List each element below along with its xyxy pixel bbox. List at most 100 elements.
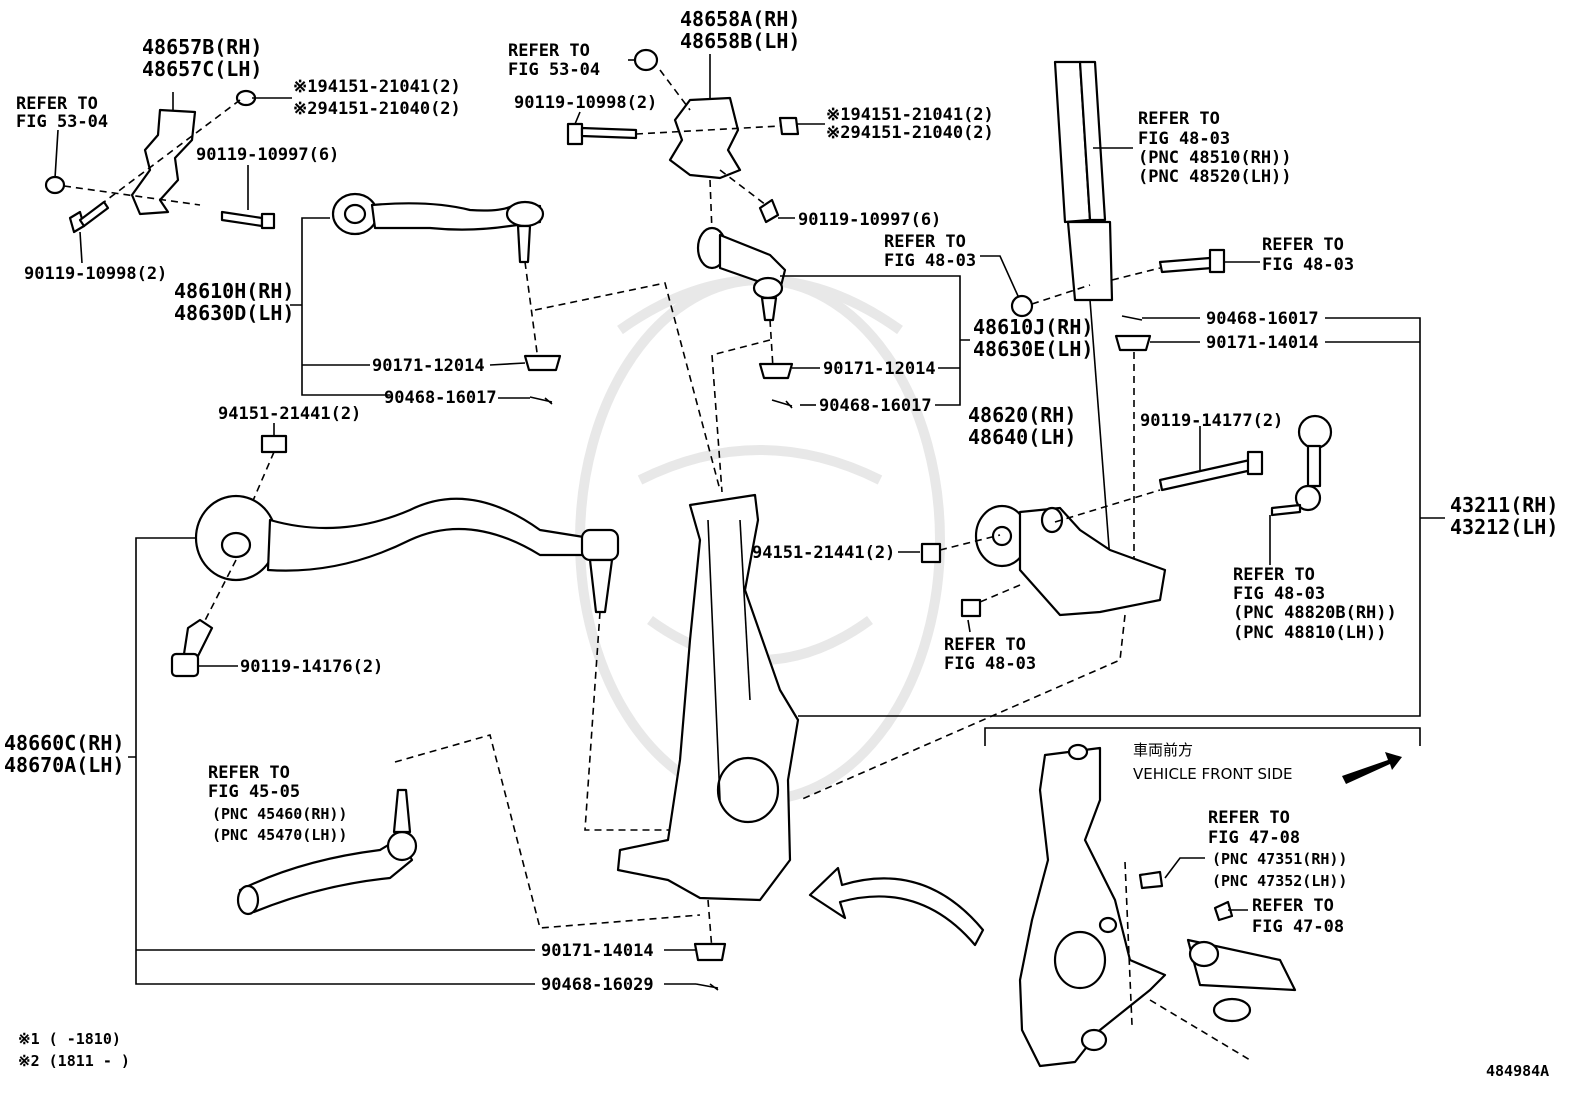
label-ref-47-08-b-2: FIG 47-08 (1252, 917, 1344, 937)
label-90119-14176: 90119-14176(2) (240, 657, 383, 677)
label-90119-10998-left: 90119-10998(2) (24, 264, 167, 284)
label-43211: 43211(RH) (1450, 493, 1558, 517)
callout-labels: REFER TO FIG 53-04 48657B(RH) 48657C(LH)… (4, 7, 1558, 1080)
label-48657b: 48657B(RH) (142, 35, 262, 59)
label-48660c: 48660C(RH) (4, 731, 124, 755)
assembly-direction-arrow (808, 866, 985, 947)
label-ref-47-08-a-1: REFER TO (1208, 808, 1290, 828)
label-94151-21441-mid: 94151-21441(2) (752, 543, 895, 563)
label-43212: 43212(LH) (1450, 515, 1558, 539)
label-48630e: 48630E(LH) (973, 337, 1093, 361)
label-90468-16017-mid: 90468-16017 (819, 396, 932, 416)
cotter-pin-right (1121, 315, 1143, 321)
steering-knuckle-drawing (616, 493, 800, 902)
label-ref-48-03-strut-4: (PNC 48520(LH)) (1138, 167, 1292, 187)
nut-90171-14014-bottom (693, 942, 727, 962)
nut-90171-12014-mid (758, 362, 794, 380)
stabilizer-link-drawing (1270, 414, 1333, 517)
label-48610j: 48610J(RH) (973, 315, 1093, 339)
footnote-1: ※1 ( -1810) (18, 1030, 121, 1048)
leader-lines (54, 54, 1445, 985)
label-48658b: 48658B(LH) (680, 29, 800, 53)
label-90171-12014-mid: 90171-12014 (823, 359, 936, 379)
label-48620: 48620(RH) (968, 403, 1076, 427)
label-ref-48-03-mid-2: FIG 48-03 (884, 251, 976, 271)
label-ref-48-03-strut-3: (PNC 48510(RH)) (1138, 148, 1292, 168)
bracket-hardware-top-left (44, 89, 276, 234)
label-94151-21041-left: ※194151-21041(2) (293, 77, 461, 97)
nut-90171-12014-left (523, 354, 562, 372)
label-ref-45-05-2: FIG 45-05 (208, 782, 300, 802)
bracket-hardware-top-center (566, 48, 800, 233)
label-94151-21040-mid: ※294151-21040(2) (826, 123, 994, 143)
label-94151-21441-left: 94151-21441(2) (218, 404, 361, 424)
label-ref-47-08-a-3: (PNC 47351(RH)) (1212, 850, 1347, 868)
lower-arm-48620-drawing (974, 504, 1167, 617)
label-90119-10997-left: 90119-10997(6) (196, 145, 339, 165)
label-90119-10998-top: 90119-10998(2) (514, 93, 657, 113)
label-ref-48-03-link-2: FIG 48-03 (1233, 584, 1325, 604)
label-48670a: 48670A(LH) (4, 753, 124, 777)
nut-94151-21441-left (260, 434, 288, 454)
label-ref-48-03-lower-1: REFER TO (944, 635, 1026, 655)
label-90468-16017-right: 90468-16017 (1206, 309, 1319, 329)
label-ref-47-08-b-1: REFER TO (1252, 896, 1334, 916)
inset-knuckle-view (984, 727, 1421, 1068)
label-90119-14177: 90119-14177(2) (1140, 411, 1283, 431)
bolt-90119-14176 (170, 618, 214, 678)
strut-drawing (1053, 60, 1114, 561)
label-ref-48-03-mid-1: REFER TO (884, 232, 966, 252)
label-90468-16029: 90468-16029 (541, 975, 654, 995)
label-90171-12014-left: 90171-12014 (372, 356, 485, 376)
lower-arm-48660c-drawing (194, 494, 620, 614)
vehicle-front-arrow (1342, 752, 1402, 784)
label-ref-48-03-link-1: REFER TO (1233, 565, 1315, 585)
label-48657c: 48657C(LH) (142, 57, 262, 81)
tie-rod-end-drawing (236, 788, 418, 916)
label-ref-48-03-bolt-2: FIG 48-03 (1262, 255, 1354, 275)
cotter-pin-bottom (695, 983, 719, 991)
label-94151-21041-mid: ※194151-21041(2) (826, 105, 994, 125)
cotter-pin-mid (771, 399, 793, 409)
label-vehicle-front-en: VEHICLE FRONT SIDE (1133, 765, 1293, 783)
label-vehicle-front-jp: 車両前方 (1133, 741, 1193, 759)
bolt-90119-14177 (1158, 450, 1264, 492)
nut-lower-48-03 (960, 598, 982, 618)
label-48610h: 48610H(RH) (174, 279, 294, 303)
label-94151-21040-left: ※294151-21040(2) (293, 99, 461, 119)
figure-id: 484984A (1486, 1062, 1549, 1080)
label-ref-48-03-strut-1: REFER TO (1138, 109, 1220, 129)
cotter-pin-left (529, 396, 553, 405)
label-ref-48-03-lower-2: FIG 48-03 (944, 654, 1036, 674)
label-90119-10997-mid: 90119-10997(6) (798, 210, 941, 230)
bracket-48658-drawing (668, 78, 742, 180)
label-90468-16017-left: 90468-16017 (384, 388, 497, 408)
label-ref-45-05-1: REFER TO (208, 763, 290, 783)
label-ref-53-04-left-2: FIG 53-04 (16, 112, 108, 132)
footnote-2: ※2 (1811 - ) (18, 1052, 130, 1070)
label-ref-48-03-bolt-1: REFER TO (1262, 235, 1344, 255)
strut-hardware (1010, 248, 1226, 318)
label-90171-14014-bottom: 90171-14014 (541, 941, 654, 961)
label-ref-53-04-top-1: REFER TO (508, 41, 590, 61)
label-ref-48-03-link-4: (PNC 48810(LH)) (1233, 623, 1387, 643)
label-ref-45-05-3: (PNC 45460(RH)) (212, 805, 347, 823)
label-48640: 48640(LH) (968, 425, 1076, 449)
bracket-48657-drawing (130, 92, 197, 216)
upper-arm-48610j-drawing (696, 226, 787, 322)
upper-arm-48610h-drawing (331, 192, 545, 264)
label-ref-45-05-4: (PNC 45470(LH)) (212, 826, 347, 844)
label-ref-53-04-top-2: FIG 53-04 (508, 60, 600, 80)
label-ref-47-08-a-2: FIG 47-08 (1208, 828, 1300, 848)
label-ref-53-04-left-1: REFER TO (16, 94, 98, 114)
label-48630d-text: 48630D(LH) (174, 301, 294, 325)
label-48658a: 48658A(RH) (680, 7, 800, 31)
nut-90171-14014-right (1114, 334, 1152, 560)
label-ref-48-03-strut-2: FIG 48-03 (1138, 129, 1230, 149)
label-ref-47-08-a-4: (PNC 47352(LH)) (1212, 872, 1347, 890)
label-ref-48-03-link-3: (PNC 48820B(RH)) (1233, 603, 1397, 623)
label-90171-14014-right: 90171-14014 (1206, 333, 1319, 353)
nut-94151-21441-mid (920, 542, 942, 564)
